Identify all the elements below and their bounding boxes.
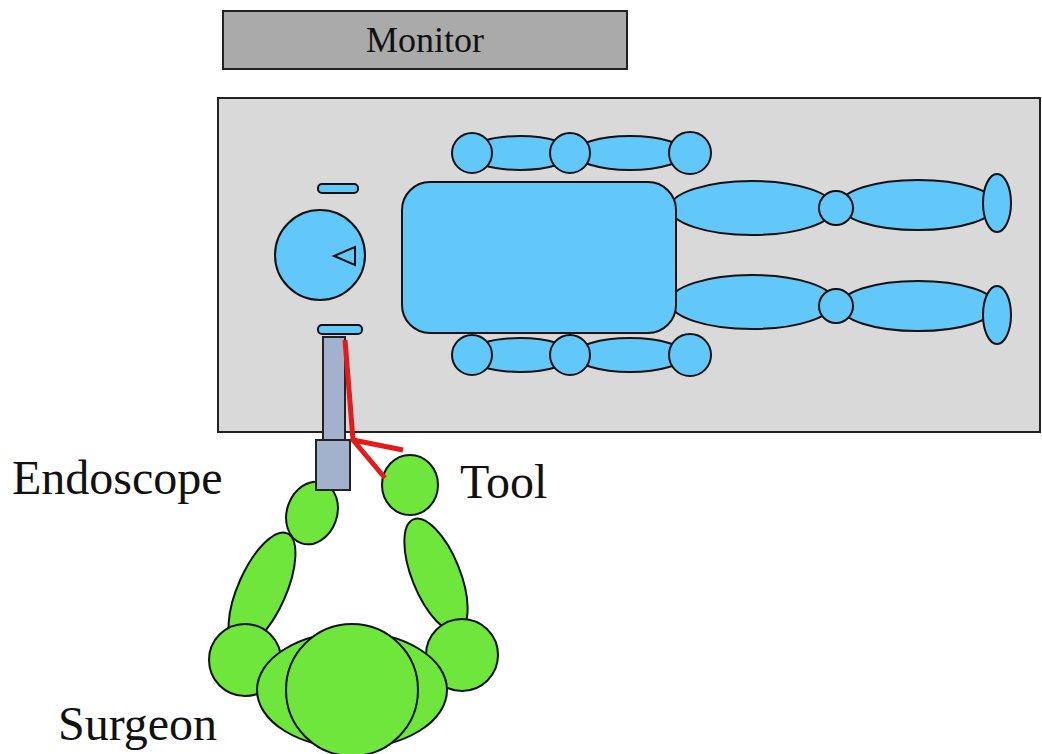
part-label: Endoscope	[12, 454, 223, 502]
monitor-box: Monitor	[222, 10, 628, 70]
part-label: Tool	[460, 458, 547, 506]
monitor-label: Monitor	[366, 19, 484, 61]
endoscope-shaft	[323, 337, 345, 441]
surgeon-figure	[209, 455, 498, 754]
tool	[345, 340, 403, 478]
nose-marker	[334, 247, 355, 265]
part-label: Surgeon	[58, 700, 217, 748]
endoscope-handle	[316, 440, 350, 490]
patient	[275, 132, 1011, 376]
